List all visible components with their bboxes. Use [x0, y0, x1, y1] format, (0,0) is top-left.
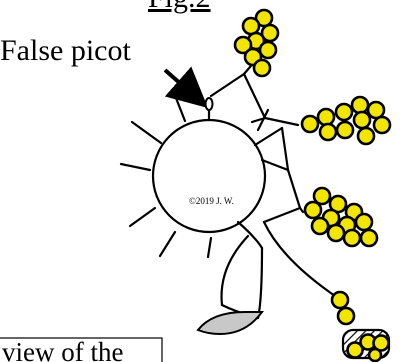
bead-strand-bottom [330, 290, 356, 326]
bead-cluster-upper-right [300, 95, 392, 146]
hatched-bead-icon [341, 328, 391, 362]
figure-title: Fig.2 [148, 0, 211, 14]
central-ring [151, 118, 267, 234]
false-picot [204, 97, 214, 122]
arrow-icon [163, 66, 208, 108]
caption-box [0, 337, 163, 362]
ring-spikes [119, 96, 270, 259]
picot-label: False picot [0, 34, 131, 67]
copyright-text: ©2019 J. W. [189, 196, 234, 206]
leaf-icon [196, 310, 264, 336]
caption-text: view of the [2, 337, 123, 362]
bead-cluster-top [233, 8, 280, 78]
bead-cluster-middle-right [303, 186, 379, 248]
